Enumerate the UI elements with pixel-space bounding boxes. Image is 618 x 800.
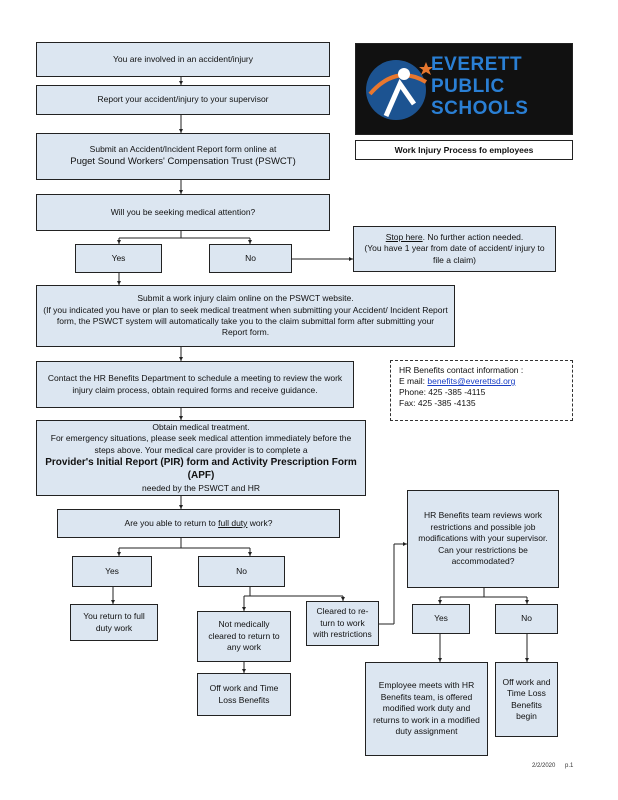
hr-contact-info: HR Benefits contact information : E mail… xyxy=(390,360,573,421)
submit-claim-line2: (If you indicated you have or plan to se… xyxy=(43,304,448,338)
answer-yes-accommodated: Yes xyxy=(412,604,470,634)
process-caption: Work Injury Process fo employees xyxy=(355,140,573,160)
stop-here-note: (You have 1 year from date of accident/ … xyxy=(364,243,545,265)
step-off-work-time-loss: Off work and Time Loss Benefits xyxy=(197,673,291,716)
question-full-duty: Are you able to return to full duty work… xyxy=(57,509,340,538)
treatment-line3: Provider's Initial Report (PIR) form and… xyxy=(45,456,357,482)
step-report-supervisor: Report your accident/injury to your supe… xyxy=(36,85,330,115)
contact-fax: Fax: 425 -385 -4135 xyxy=(399,398,476,409)
answer-no-accommodated: No xyxy=(495,604,558,634)
answer-no-full-duty: No xyxy=(198,556,285,587)
answer-yes-full-duty: Yes xyxy=(72,556,152,587)
submit-report-line1: Submit an Accident/Incident Report form … xyxy=(89,144,277,155)
contact-title: HR Benefits contact information : xyxy=(399,365,524,375)
contact-phone: Phone: 425 -385 -4115 xyxy=(399,387,486,398)
email-link[interactable]: benefits@everettsd.org xyxy=(427,376,516,387)
logo-figure-icon xyxy=(366,60,433,120)
step-medical-treatment: Obtain medical treatment. For emergency … xyxy=(36,420,366,496)
full-duty-post: work? xyxy=(249,517,273,528)
step-involved: You are involved in an accident/injury xyxy=(36,42,330,77)
full-duty-label: full duty xyxy=(218,517,248,528)
step-cleared-restrictions: Cleared to re-turn to work with restrict… xyxy=(306,601,379,646)
step-contact-hr: Contact the HR Benefits Department to sc… xyxy=(36,361,354,408)
logo-line-1: EVERETT xyxy=(431,54,523,75)
everett-public-schools-logo: EVERETT PUBLIC SCHOOLS xyxy=(355,43,573,135)
step-not-cleared: Not medically cleared to return to any w… xyxy=(197,611,291,662)
stop-here-rest: . No further action needed. xyxy=(422,231,524,242)
step-off-work-benefits-begin: Off work and Time Loss Benefits begin xyxy=(495,662,558,737)
answer-yes-medical: Yes xyxy=(75,244,162,273)
stop-here-box: Stop here. No further action needed. (Yo… xyxy=(353,226,556,272)
step-submit-report: Submit an Accident/Incident Report form … xyxy=(36,133,330,180)
treatment-line2: For emergency situations, please seek me… xyxy=(50,433,352,455)
full-duty-pre: Are you able to return to xyxy=(124,517,216,528)
treatment-line4: needed by the PSWCT and HR xyxy=(142,482,260,493)
step-modified-duty: Employee meets with HR Benefits team, is… xyxy=(365,662,488,756)
submit-report-line2: Puget Sound Workers' Compensation Trust … xyxy=(70,155,296,167)
logo-line-3: SCHOOLS xyxy=(431,98,529,119)
submit-claim-line1: Submit a work injury claim online on the… xyxy=(137,293,354,304)
treatment-line1: Obtain medical treatment. xyxy=(152,421,250,432)
email-label: E mail: xyxy=(399,376,425,387)
step-submit-claim: Submit a work injury claim online on the… xyxy=(36,285,455,347)
answer-no-medical: No xyxy=(209,244,292,273)
logo-line-2: PUBLIC xyxy=(431,76,505,97)
step-return-full-duty: You return to full duty work xyxy=(70,604,158,641)
question-medical-attention: Will you be seeking medical attention? xyxy=(36,194,330,231)
footer-page: p.1 xyxy=(565,763,574,769)
footer-date: 2/2/2020 xyxy=(532,763,556,769)
stop-here-label: Stop here xyxy=(385,231,423,242)
step-hr-review-restrictions: HR Benefits team reviews work restrictio… xyxy=(407,490,559,588)
